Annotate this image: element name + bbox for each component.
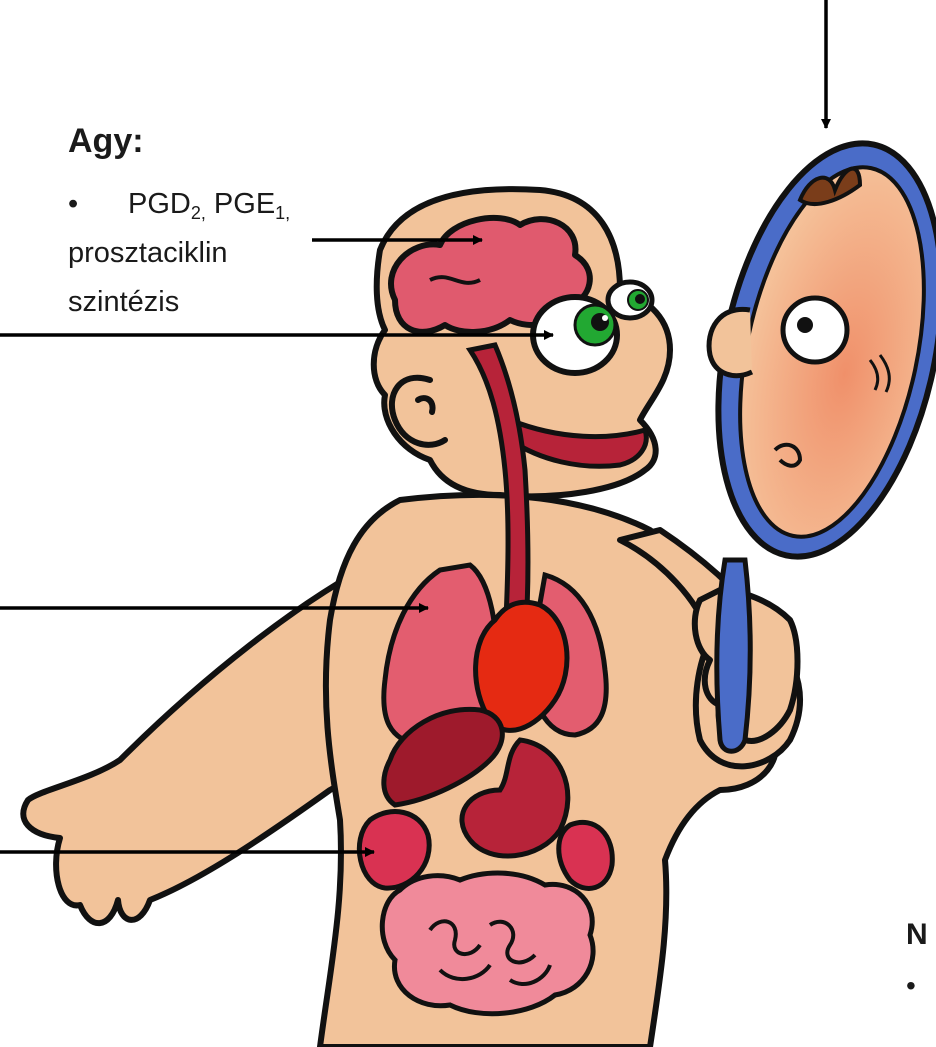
brain-label-heading: Agy:: [68, 122, 144, 161]
cutoff-label-heading: N: [906, 918, 928, 952]
pge-text: PGE: [214, 188, 275, 220]
mirror-icon: [684, 123, 936, 751]
pgd-subscript: 2,: [191, 203, 206, 223]
intestine-icon: [382, 873, 593, 1014]
brain-label-text: •PGD2, PGE1, prosztaciklin szintézis: [68, 180, 290, 327]
pge-subscript: 1,: [275, 203, 290, 223]
bullet-icon: •: [68, 180, 128, 229]
cutoff-label-bullet: •: [906, 970, 916, 1002]
brain-label-line1: •PGD2, PGE1,: [68, 180, 290, 229]
pgd-text: PGD: [128, 188, 191, 220]
brain-label-line3: szintézis: [68, 278, 290, 327]
brain-label-line2: prosztaciklin: [68, 229, 290, 278]
